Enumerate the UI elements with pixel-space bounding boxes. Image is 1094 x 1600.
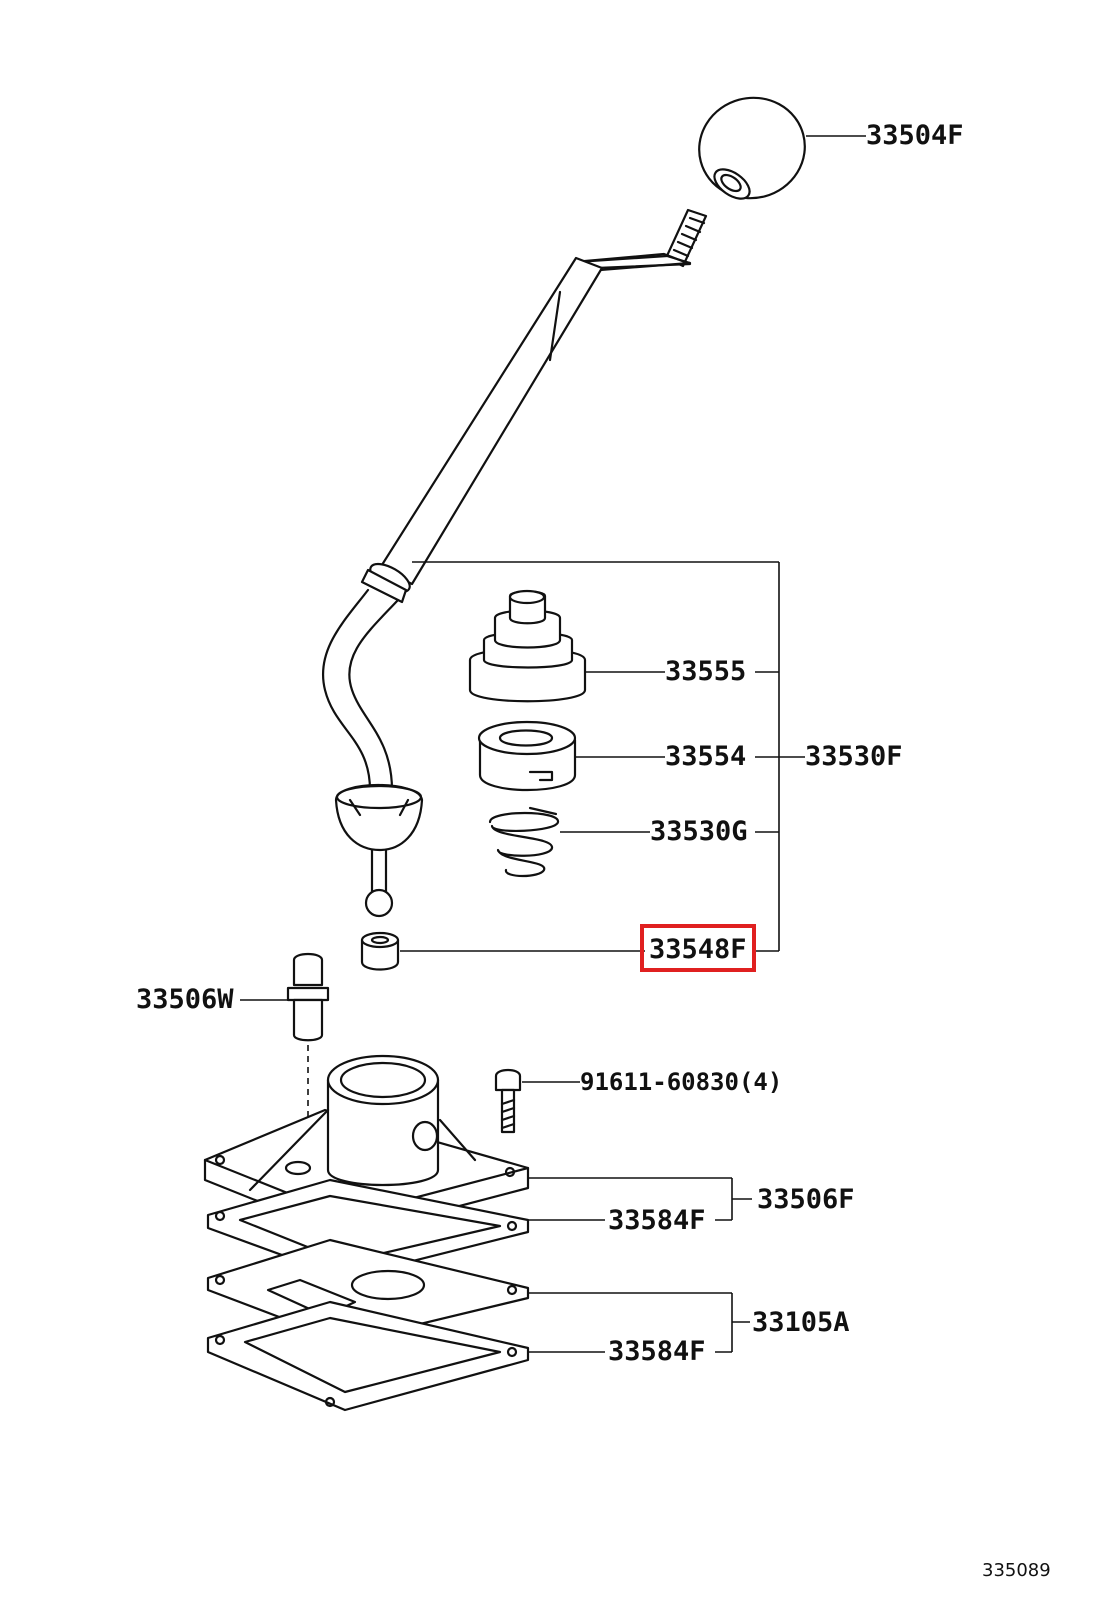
label-gasket-lower[interactable]: 33584F [608, 1336, 706, 1367]
seat-icon [477, 720, 665, 792]
shift-lever-icon [322, 208, 779, 918]
label-plate-assy[interactable]: 33105A [752, 1307, 850, 1338]
label-bushing[interactable]: 33548F [649, 934, 747, 965]
lever-assy-bracket [755, 562, 805, 952]
boot-icon [468, 589, 665, 703]
spring-icon [488, 806, 650, 878]
pin-icon [240, 952, 330, 1165]
diagram-id: 335089 [982, 1560, 1051, 1581]
label-seat[interactable]: 33554 [665, 741, 747, 772]
highlight-box [640, 924, 756, 972]
label-boot[interactable]: 33555 [665, 656, 747, 687]
shift-knob-icon [698, 96, 866, 200]
assy-brackets [731, 1178, 752, 1352]
label-retainer-assy[interactable]: 33506F [757, 1184, 855, 1215]
label-lever-assy[interactable]: 33530F [805, 741, 903, 772]
bushing-icon [360, 931, 645, 971]
label-knob[interactable]: 33504F [866, 120, 964, 151]
gasket-lower-icon [206, 1300, 732, 1412]
label-pin[interactable]: 33506W [136, 984, 234, 1015]
label-spring[interactable]: 33530G [650, 816, 748, 847]
label-gasket-upper[interactable]: 33584F [608, 1205, 706, 1236]
bolt-icon [494, 1068, 580, 1134]
label-bolt[interactable]: 91611-60830(4) [580, 1068, 783, 1096]
